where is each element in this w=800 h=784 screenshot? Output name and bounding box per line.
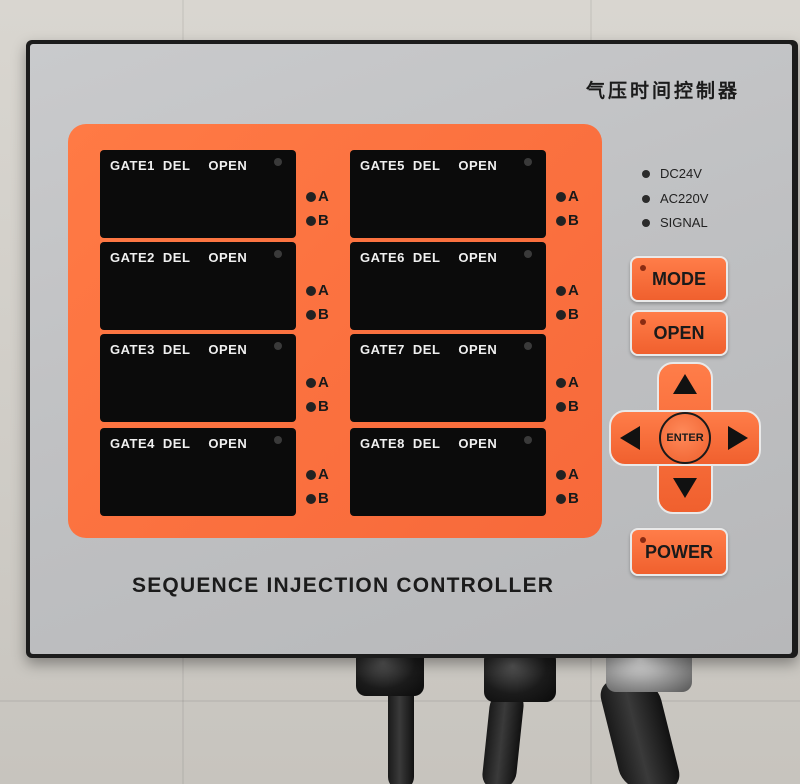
indicator-led xyxy=(306,309,316,320)
indicator-led xyxy=(556,377,566,388)
indicator-led xyxy=(306,401,316,412)
indicator-led xyxy=(306,215,316,226)
gate5-display: GATE5 DEL OPEN xyxy=(350,150,546,238)
indicator-led xyxy=(556,215,566,226)
arrow-left-icon[interactable] xyxy=(620,426,640,450)
gate-del-label: DEL xyxy=(412,250,441,265)
gate-led xyxy=(524,436,532,444)
gate1-b-indicator: B xyxy=(306,212,329,229)
gate8-b-indicator: B xyxy=(556,490,579,507)
gate-name: GATE2 xyxy=(110,250,155,265)
arrow-down-icon[interactable] xyxy=(673,478,697,498)
gate-open-label: OPEN xyxy=(458,250,498,265)
gate-open-label: OPEN xyxy=(458,342,498,357)
status-dc24v: DC24V xyxy=(642,166,702,181)
gate-name: GATE7 xyxy=(360,342,405,357)
gate-name: GATE8 xyxy=(360,436,405,451)
arrow-up-icon[interactable] xyxy=(673,374,697,394)
gate-led xyxy=(274,342,282,350)
gate-led xyxy=(524,342,532,350)
gate1-display: GATE1 DEL OPEN xyxy=(100,150,296,238)
gate3-b-indicator: B xyxy=(306,398,329,415)
gate7-a-indicator: A xyxy=(556,374,579,391)
indicator-led xyxy=(556,469,566,480)
gate2-display: GATE2 DEL OPEN xyxy=(100,242,296,330)
gate-open-label: OPEN xyxy=(458,158,498,173)
gate-open-label: OPEN xyxy=(208,342,248,357)
power-button[interactable]: POWER xyxy=(630,528,728,576)
enter-button[interactable]: ENTER xyxy=(659,412,711,464)
gate-del-label: DEL xyxy=(412,342,441,357)
status-led xyxy=(642,194,650,203)
gate6-display: GATE6 DEL OPEN xyxy=(350,242,546,330)
gate-open-label: OPEN xyxy=(458,436,498,451)
gate4-b-indicator: B xyxy=(306,490,329,507)
gate-led xyxy=(274,436,282,444)
gate-del-label: DEL xyxy=(162,250,191,265)
gate6-a-indicator: A xyxy=(556,282,579,299)
indicator-led xyxy=(556,401,566,412)
gate3-display: GATE3 DEL OPEN xyxy=(100,334,296,422)
gate-name: GATE4 xyxy=(110,436,155,451)
status-signal: SIGNAL xyxy=(642,215,708,230)
status-ac220v: AC220V xyxy=(642,191,708,206)
gate-name: GATE6 xyxy=(360,250,405,265)
gate-open-label: OPEN xyxy=(208,250,248,265)
indicator-led xyxy=(556,493,566,504)
gate-del-label: DEL xyxy=(162,158,191,173)
gate4-display: GATE4 DEL OPEN xyxy=(100,428,296,516)
cable xyxy=(388,680,414,784)
gate-led xyxy=(274,250,282,258)
button-pilot-led xyxy=(640,319,646,325)
gate-led xyxy=(524,250,532,258)
indicator-led xyxy=(306,191,316,202)
gate4-a-indicator: A xyxy=(306,466,329,483)
indicator-led xyxy=(556,191,566,202)
gate-name: GATE5 xyxy=(360,158,405,173)
gate5-a-indicator: A xyxy=(556,188,579,205)
gate-open-label: OPEN xyxy=(208,158,248,173)
gate-del-label: DEL xyxy=(412,436,441,451)
gate-name: GATE1 xyxy=(110,158,155,173)
cable-gland xyxy=(484,650,556,702)
status-led xyxy=(642,218,650,227)
gate-del-label: DEL xyxy=(162,342,191,357)
gate-del-label: DEL xyxy=(162,436,191,451)
status-led xyxy=(642,169,650,178)
gate6-b-indicator: B xyxy=(556,306,579,323)
indicator-led xyxy=(306,493,316,504)
gate3-a-indicator: A xyxy=(306,374,329,391)
gate-open-label: OPEN xyxy=(208,436,248,451)
gate-del-label: DEL xyxy=(412,158,441,173)
indicator-led xyxy=(556,309,566,320)
gate1-a-indicator: A xyxy=(306,188,329,205)
indicator-led xyxy=(306,285,316,296)
controller-model-title: SEQUENCE INJECTION CONTROLLER xyxy=(132,574,555,597)
cable xyxy=(596,680,684,784)
chinese-title: 气压时间控制器 xyxy=(586,80,741,102)
indicator-led xyxy=(556,285,566,296)
gate2-b-indicator: B xyxy=(306,306,329,323)
gate5-b-indicator: B xyxy=(556,212,579,229)
open-button[interactable]: OPEN xyxy=(630,310,728,356)
gate-led xyxy=(524,158,532,166)
gate8-display: GATE8 DEL OPEN xyxy=(350,428,546,516)
gate2-a-indicator: A xyxy=(306,282,329,299)
gate7-b-indicator: B xyxy=(556,398,579,415)
gate8-a-indicator: A xyxy=(556,466,579,483)
gate7-display: GATE7 DEL OPEN xyxy=(350,334,546,422)
arrow-right-icon[interactable] xyxy=(728,426,748,450)
button-pilot-led xyxy=(640,265,646,271)
gate-led xyxy=(274,158,282,166)
indicator-led xyxy=(306,377,316,388)
indicator-led xyxy=(306,469,316,480)
cable xyxy=(480,690,526,784)
button-pilot-led xyxy=(640,537,646,543)
gate-name: GATE3 xyxy=(110,342,155,357)
mode-button[interactable]: MODE xyxy=(630,256,728,302)
